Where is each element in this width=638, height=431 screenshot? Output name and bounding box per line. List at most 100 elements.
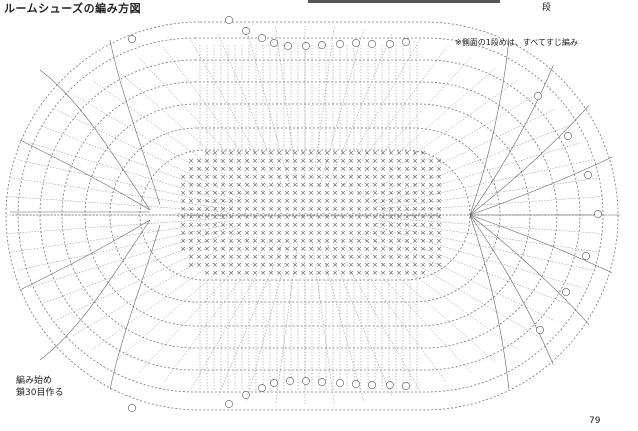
stitch-spoke <box>312 243 335 405</box>
stitch-mark: × <box>380 221 386 229</box>
stitch-mark: × <box>284 213 290 221</box>
stitch-mark: × <box>260 157 266 165</box>
stitch-mark: × <box>372 149 378 157</box>
chain-stitch <box>309 213 315 217</box>
chain-stitch <box>345 213 351 217</box>
stitch-mark: × <box>228 197 234 205</box>
stitch-mark: × <box>308 189 314 197</box>
stitch-mark: × <box>212 237 218 245</box>
stitch-mark: × <box>252 157 258 165</box>
stitch-mark: × <box>276 245 282 253</box>
stitch-mark: × <box>332 261 338 269</box>
stitch-mark: × <box>300 165 306 173</box>
stitch-mark: × <box>308 261 314 269</box>
chain-stitch <box>261 213 267 217</box>
stitch-spoke <box>376 223 593 271</box>
stitch-mark: × <box>364 253 370 261</box>
stitch-mark: × <box>364 189 370 197</box>
stitch-mark: × <box>284 221 290 229</box>
round-marker <box>594 210 602 218</box>
stitch-mark: × <box>372 245 378 253</box>
stitch-spoke <box>378 177 600 210</box>
round-marker <box>284 42 292 50</box>
stitch-mark: × <box>412 269 418 277</box>
stitch-mark: × <box>180 237 186 245</box>
stitch-mark: × <box>196 157 202 165</box>
chain-stitch <box>351 213 357 217</box>
stitch-mark: × <box>388 261 394 269</box>
round-marker <box>242 27 250 35</box>
stitch-mark: × <box>252 269 258 277</box>
stitch-mark: × <box>396 213 402 221</box>
chain-stitch <box>363 213 369 217</box>
stitch-mark: × <box>204 213 210 221</box>
stitch-mark: × <box>396 173 402 181</box>
stitch-mark: × <box>236 165 242 173</box>
stitch-spoke <box>371 228 570 305</box>
stitch-mark: × <box>316 261 322 269</box>
stitch-mark: × <box>412 229 418 237</box>
stitch-mark: × <box>252 173 258 181</box>
stitch-mark: × <box>260 221 266 229</box>
stitch-mark: × <box>404 269 410 277</box>
stitch-mark: × <box>348 157 354 165</box>
stitch-mark: × <box>268 229 274 237</box>
stitch-mark: × <box>220 197 226 205</box>
start-label: 編み始め <box>16 376 53 386</box>
round-marker <box>368 40 376 48</box>
stitch-spoke <box>17 223 234 271</box>
stitch-spoke <box>357 80 518 196</box>
chain-stitch <box>207 213 213 217</box>
stitch-mark: × <box>396 149 402 157</box>
chain-stitch <box>285 213 291 217</box>
round-marker <box>386 381 394 389</box>
stitch-mark: × <box>332 205 338 213</box>
stitch-mark: × <box>388 237 394 245</box>
stitch-mark: × <box>404 189 410 197</box>
stitch-mark: × <box>396 253 402 261</box>
stitch-spoke <box>40 125 239 202</box>
stitch-mark: × <box>196 221 202 229</box>
heel-petal-6 <box>109 224 161 391</box>
stitch-mark: × <box>260 181 266 189</box>
stitch-mark: × <box>412 237 418 245</box>
chain-stitch <box>279 213 285 217</box>
stitch-mark: × <box>420 245 426 253</box>
stitch-mark: × <box>180 229 186 237</box>
stitch-mark: × <box>236 253 242 261</box>
stitch-mark: × <box>236 213 242 221</box>
stitch-mark: × <box>356 181 362 189</box>
stitch-mark: × <box>268 181 274 189</box>
stitch-mark: × <box>436 237 442 245</box>
stitch-mark: × <box>316 213 322 221</box>
stitch-mark: × <box>220 221 226 229</box>
stitch-mark: × <box>260 205 266 213</box>
stitch-mark: × <box>204 253 210 261</box>
stitch-mark: × <box>292 237 298 245</box>
stitch-spoke <box>92 80 253 196</box>
stitch-mark: × <box>316 269 322 277</box>
stitch-mark: × <box>332 189 338 197</box>
stitch-mark: × <box>292 189 298 197</box>
stitch-mark: × <box>380 157 386 165</box>
chain-stitch <box>333 213 339 217</box>
chain-stitch <box>177 213 183 217</box>
stitch-mark: × <box>300 149 306 157</box>
stitch-mark: × <box>388 245 394 253</box>
stitch-mark: × <box>324 213 330 221</box>
stitch-mark: × <box>380 245 386 253</box>
stitch-mark: × <box>388 213 394 221</box>
stitch-mark: × <box>188 173 194 181</box>
toe-fan-9 <box>469 214 510 389</box>
header-rule <box>308 0 500 3</box>
page-number: 79 <box>589 416 601 426</box>
stitch-mark: × <box>412 173 418 181</box>
stitch-mark: × <box>436 157 442 165</box>
stitch-mark: × <box>356 229 362 237</box>
stitch-mark: × <box>420 149 426 157</box>
stitch-mark: × <box>204 237 210 245</box>
stitch-mark: × <box>228 229 234 237</box>
stitch-mark: × <box>292 253 298 261</box>
stitch-mark: × <box>436 173 442 181</box>
stitch-mark: × <box>348 149 354 157</box>
